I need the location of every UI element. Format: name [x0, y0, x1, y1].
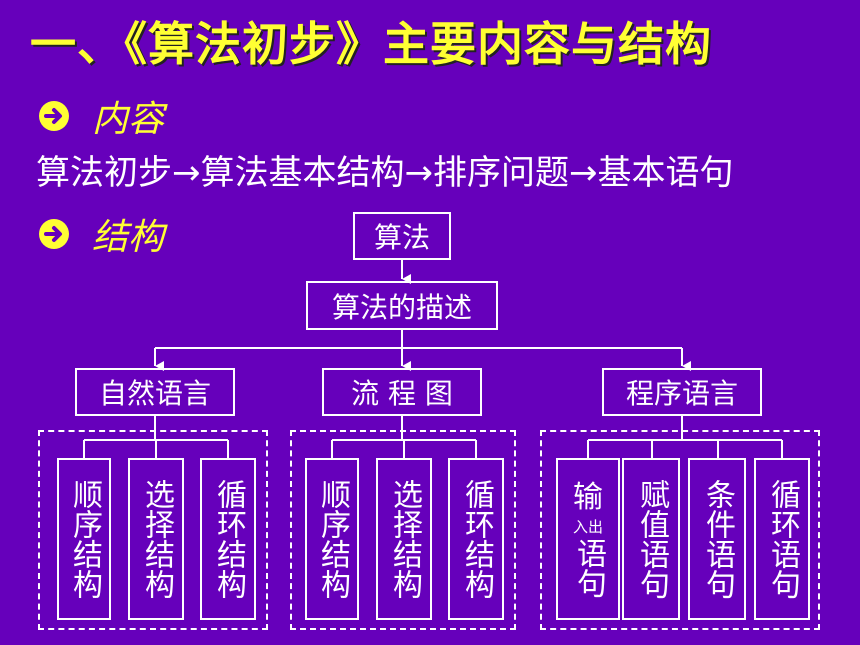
section-label-content: 内容: [92, 99, 165, 140]
leaf-program-assignment: 赋值语句: [622, 458, 680, 620]
group-natural-language: [38, 430, 268, 630]
arrow-circle-icon: [36, 216, 72, 252]
node-root: 算法: [353, 212, 451, 260]
content-flow-text: 算法初步→算法基本结构→排序问题→基本语句: [36, 153, 734, 193]
node-natural-language: 自然语言: [75, 368, 235, 416]
bullet-structure: 结构: [36, 208, 164, 260]
leaf-flowchart-sequence: 顺序结构: [305, 458, 359, 620]
section-label-structure: 结构: [92, 217, 165, 258]
leaf-program-conditional: 条件语句: [688, 458, 746, 620]
group-program-language: [540, 430, 820, 630]
leaf-io-top: 输: [573, 480, 603, 515]
leaf-natural-loop: 循环结构: [200, 458, 256, 620]
leaf-io-bottom: 语句: [571, 538, 606, 598]
leaf-io-middle: 入出: [572, 518, 603, 536]
node-flowchart: 流 程 图: [322, 368, 482, 416]
group-flowchart: [290, 430, 516, 630]
bullet-content: 内容: [36, 90, 164, 142]
leaf-flowchart-loop: 循环结构: [448, 458, 504, 620]
node-level2: 算法的描述: [306, 281, 498, 330]
leaf-program-io: 输 入出 语句: [556, 458, 620, 620]
leaf-program-loop: 循环语句: [754, 458, 810, 620]
leaf-natural-sequence: 顺序结构: [57, 458, 111, 620]
node-program-language: 程序语言: [602, 368, 762, 416]
leaf-flowchart-selection: 选择结构: [376, 458, 432, 620]
leaf-natural-selection: 选择结构: [128, 458, 184, 620]
arrow-circle-icon: [36, 98, 72, 134]
slide-title: 一、《算法初步》主要内容与结构: [30, 17, 712, 71]
